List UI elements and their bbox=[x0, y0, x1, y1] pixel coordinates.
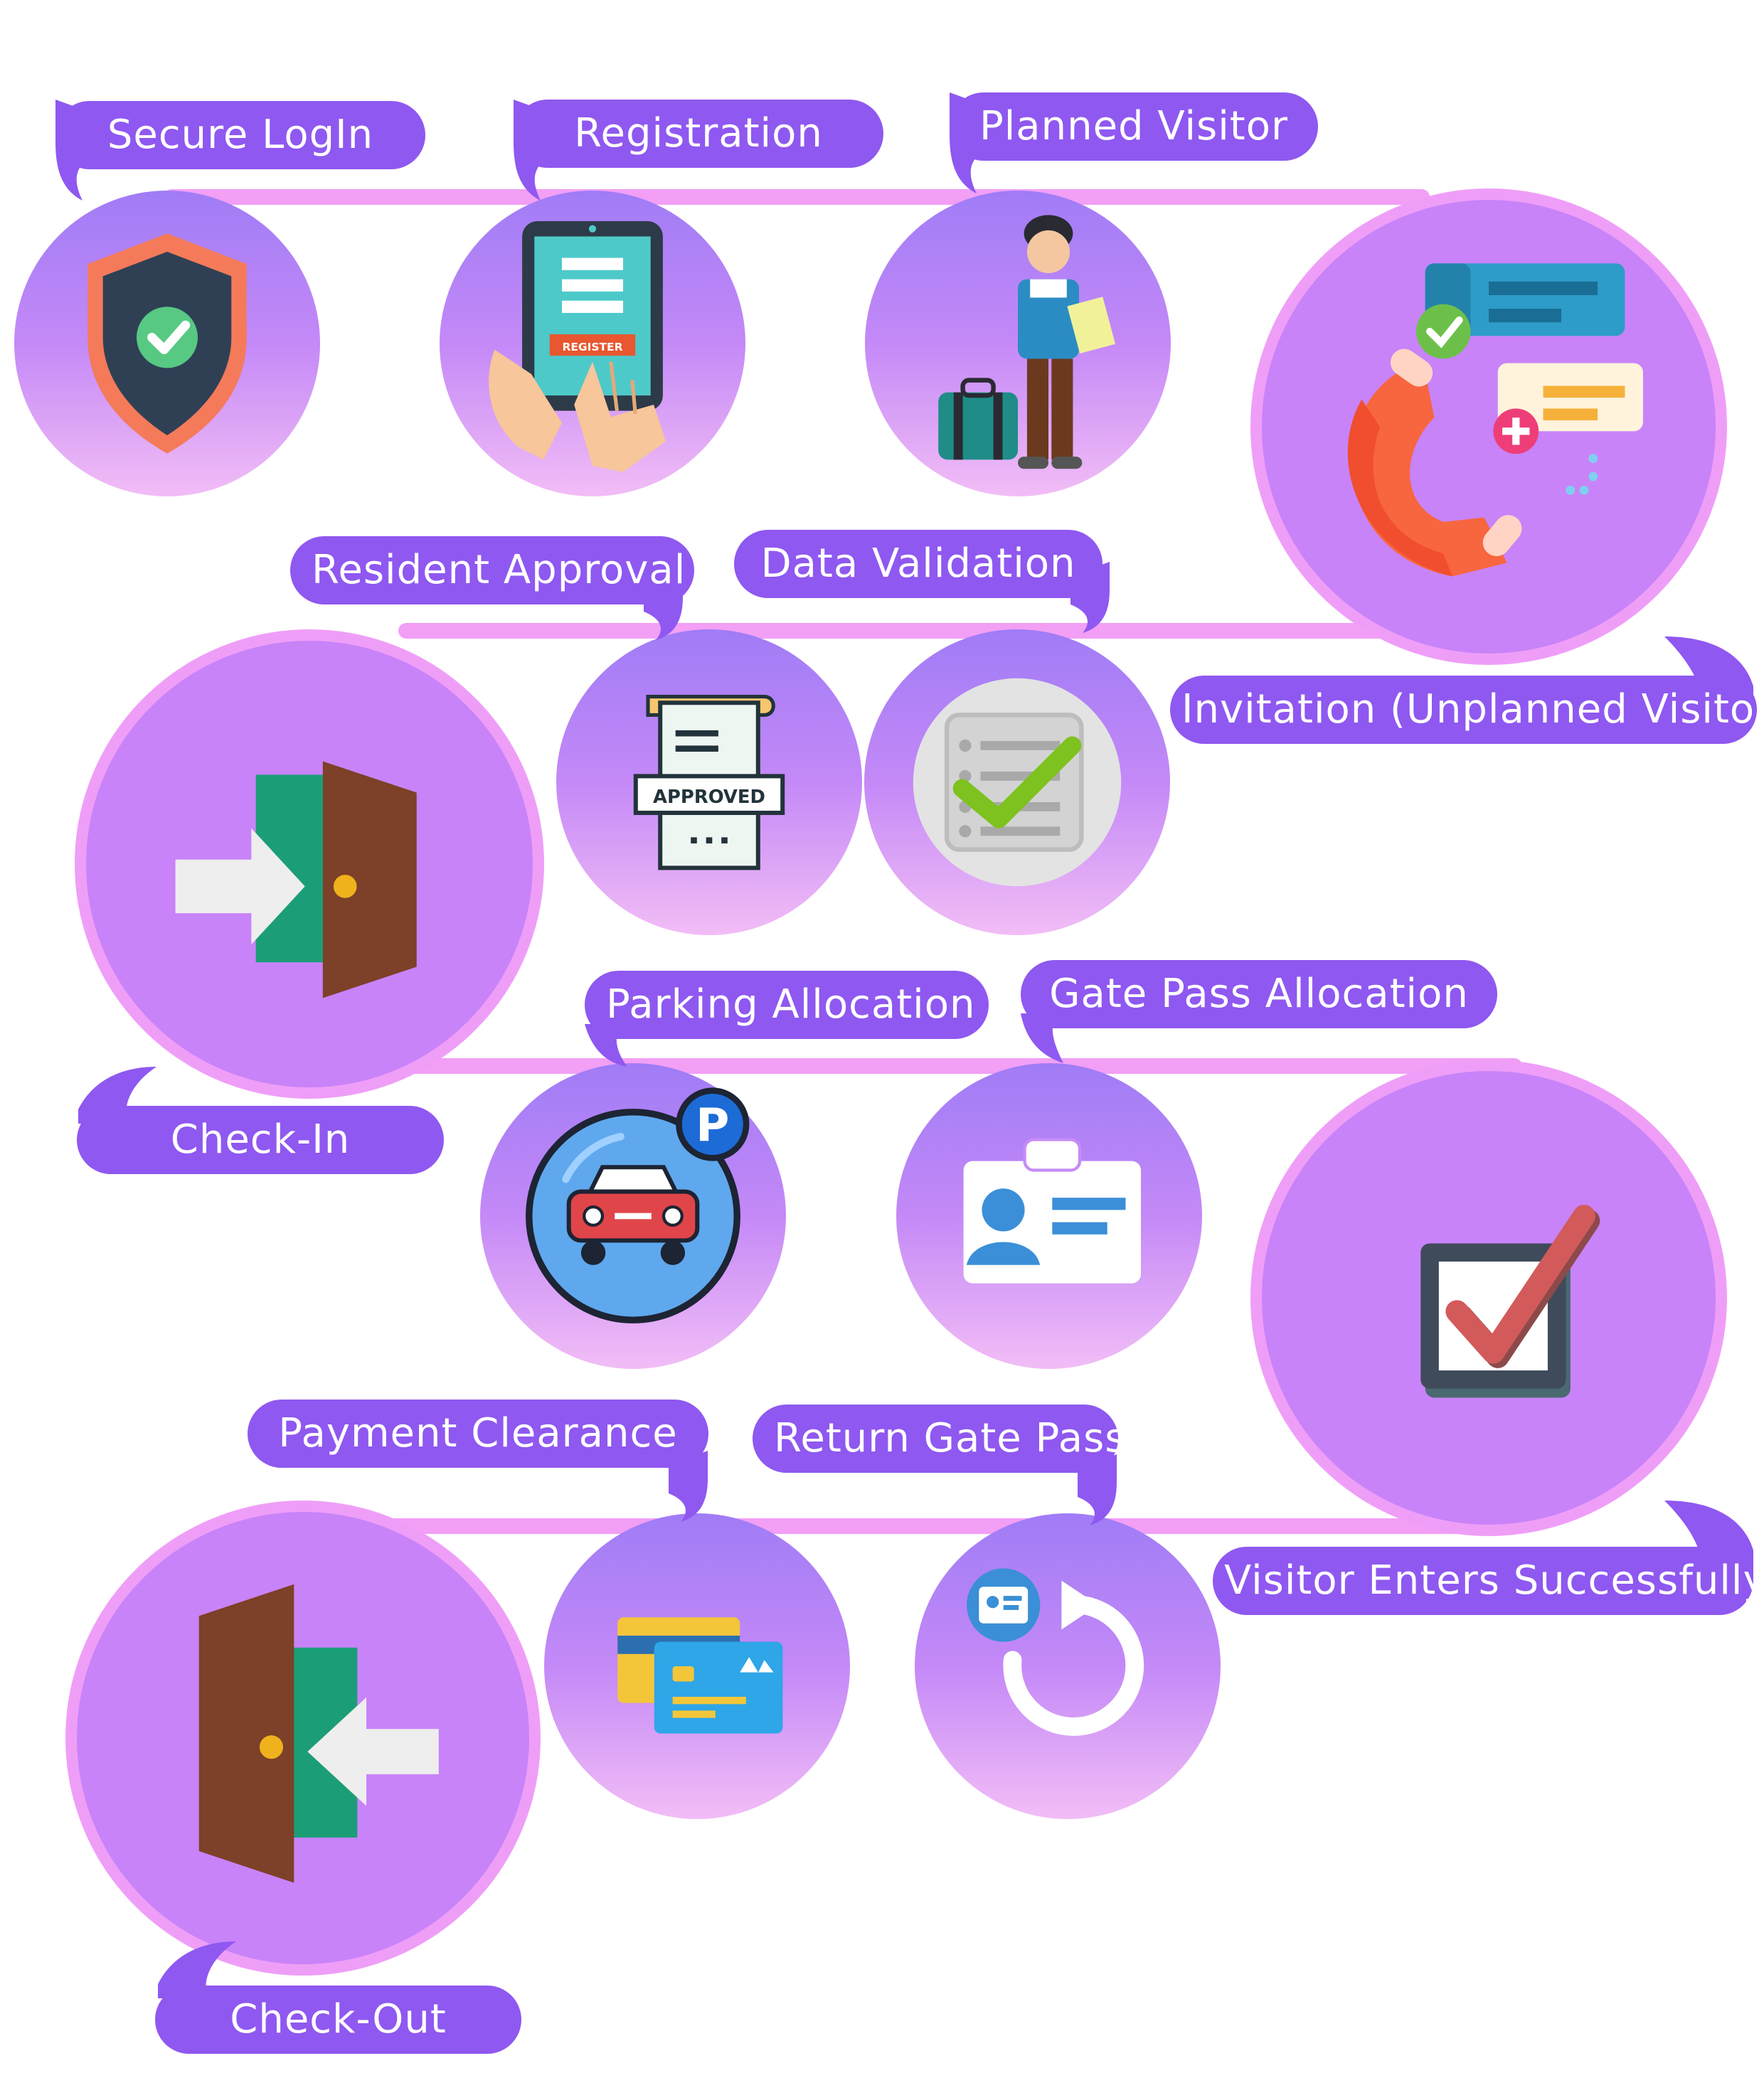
label-secure-login: Secure LogIn bbox=[55, 101, 425, 169]
node-resident-approval: APPROVED bbox=[556, 629, 862, 935]
node-check-in bbox=[75, 629, 544, 1099]
node-data-validation bbox=[864, 629, 1170, 935]
shield-check-icon bbox=[14, 191, 320, 496]
node-payment-clearance bbox=[544, 1513, 850, 1819]
node-return-gate-pass bbox=[915, 1513, 1221, 1819]
checklist-icon bbox=[864, 629, 1170, 935]
checkbox-checked-icon bbox=[1262, 1071, 1716, 1525]
connector-row-1 bbox=[164, 189, 1430, 205]
label-check-in: Check-In bbox=[77, 1106, 444, 1174]
return-pass-icon bbox=[915, 1513, 1221, 1819]
label-planned-visitor: Planned Visitor bbox=[950, 92, 1318, 161]
phone-notification-icon bbox=[1262, 200, 1716, 654]
label-parking-allocation: Parking Allocation bbox=[585, 971, 989, 1039]
approved-document-icon: APPROVED bbox=[556, 629, 862, 935]
car-parking-icon: P bbox=[480, 1063, 786, 1369]
label-gate-pass-allocation: Gate Pass Allocation bbox=[1021, 960, 1497, 1028]
label-registration: Registration bbox=[514, 100, 883, 168]
credit-card-icon bbox=[544, 1513, 850, 1819]
node-secure-login bbox=[14, 191, 320, 496]
approved-stamp-text: APPROVED bbox=[653, 787, 765, 808]
id-badge-icon bbox=[896, 1063, 1202, 1369]
label-payment-clearance: Payment Clearance bbox=[248, 1400, 708, 1468]
parking-sign-text: P bbox=[696, 1099, 729, 1153]
label-data-validation: Data Validation bbox=[734, 530, 1102, 598]
node-parking-allocation: P bbox=[480, 1063, 786, 1369]
door-enter-icon bbox=[86, 641, 533, 1087]
label-visitor-enters: Visitor Enters Successfully bbox=[1213, 1547, 1753, 1615]
label-check-out: Check-Out bbox=[155, 1986, 521, 2054]
node-planned-visitor bbox=[865, 191, 1171, 496]
label-invitation: Invitation (Unplanned Visitor) bbox=[1170, 676, 1757, 744]
door-exit-icon bbox=[77, 1512, 529, 1964]
label-resident-approval: Resident Approval bbox=[290, 536, 694, 604]
tablet-register-icon: REGISTER bbox=[440, 191, 745, 496]
node-visitor-enters bbox=[1250, 1060, 1727, 1536]
node-check-out bbox=[65, 1501, 541, 1976]
visitor-person-icon bbox=[865, 191, 1171, 496]
node-invitation bbox=[1250, 188, 1727, 665]
register-button-text: REGISTER bbox=[562, 341, 622, 353]
label-return-gate-pass: Return Gate Pass bbox=[753, 1405, 1118, 1473]
node-gate-pass-allocation bbox=[896, 1063, 1202, 1369]
node-registration: REGISTER bbox=[440, 191, 745, 496]
